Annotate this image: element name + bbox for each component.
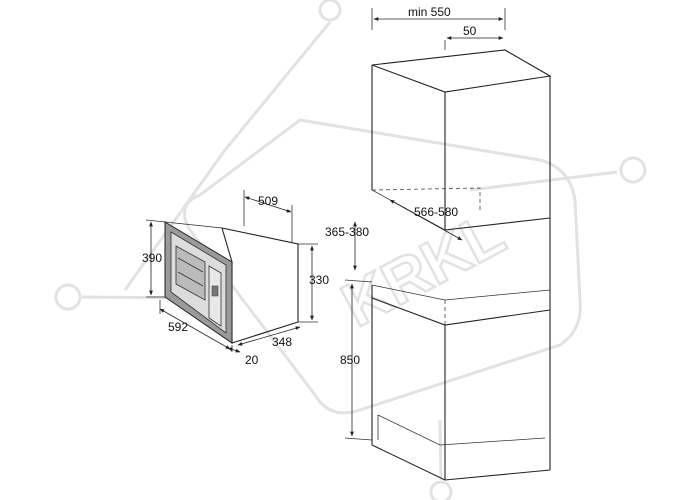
dim-front-thickness: 20 <box>245 353 259 367</box>
dim-cavity-depth: 566-580 <box>414 205 458 219</box>
dim-offset: 50 <box>463 24 477 38</box>
dim-appliance-body-height: 330 <box>309 273 329 287</box>
watermark: KRKL <box>54 0 647 500</box>
dim-body-side: 348 <box>272 335 292 349</box>
dim-appliance-height: 390 <box>142 251 162 265</box>
cabinet <box>371 49 552 481</box>
dim-appliance-depth: 509 <box>258 194 278 208</box>
dimension-lines <box>145 8 506 441</box>
dim-base-height: 850 <box>340 353 360 367</box>
dim-min-width: min 550 <box>408 5 451 19</box>
dimension-labels: min 550 50 566-580 365-380 509 390 330 5… <box>142 5 477 367</box>
dim-appliance-width: 592 <box>168 320 188 334</box>
dim-cavity-height: 365-380 <box>325 225 369 239</box>
